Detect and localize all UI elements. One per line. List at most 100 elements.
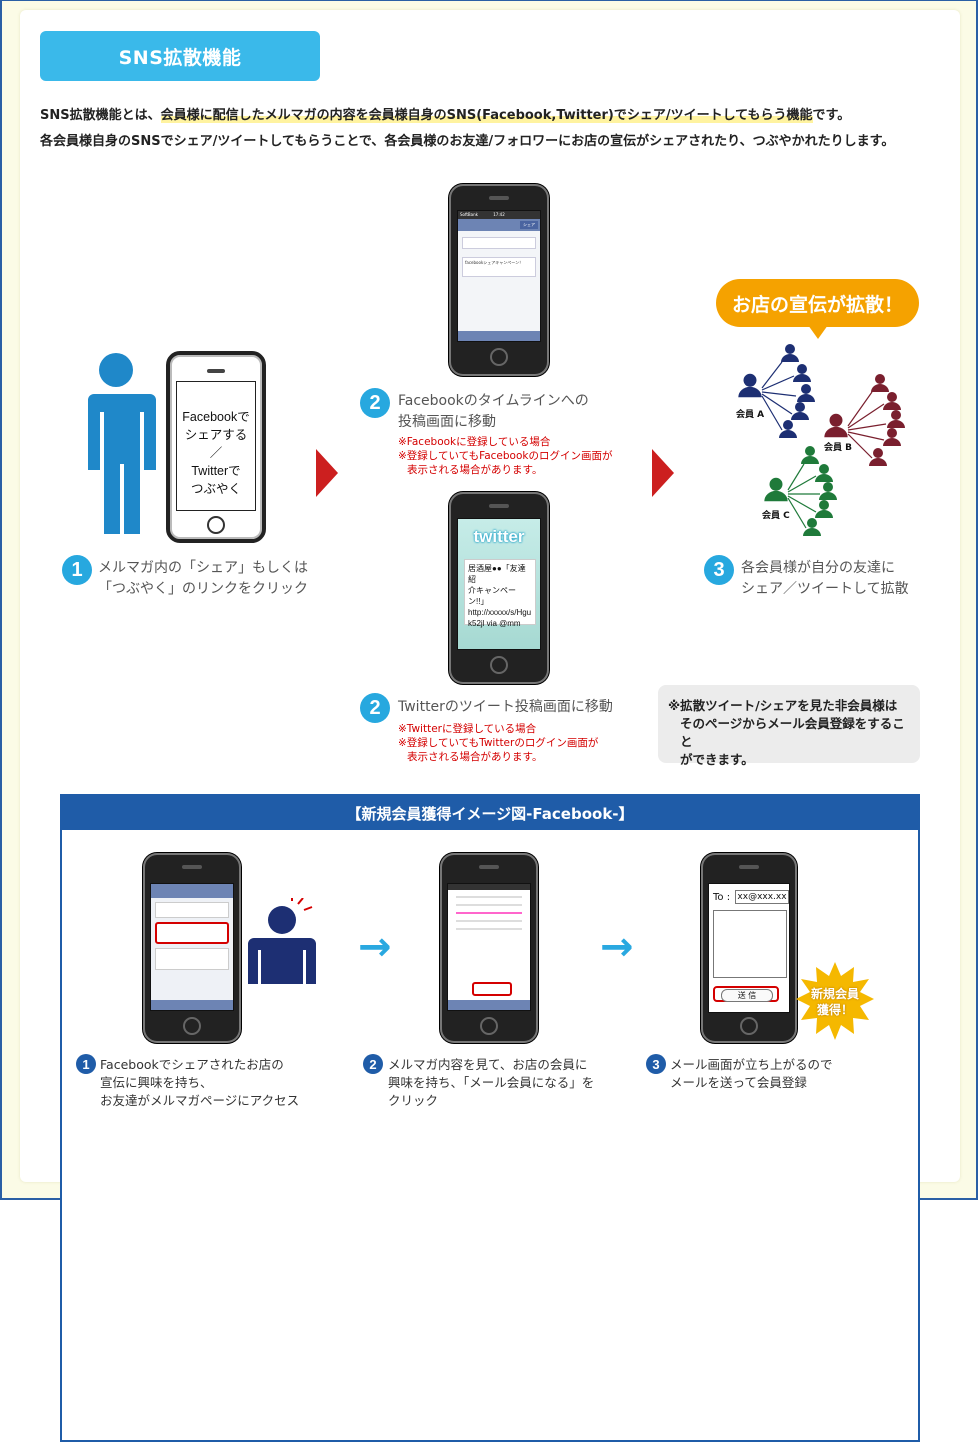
home-button-icon (480, 1017, 498, 1035)
mail-body-field[interactable] (713, 910, 787, 978)
step3-text: 各会員様が自分の友達に シェア／ツイートして拡散 (741, 558, 909, 600)
phone-speaker (489, 504, 509, 508)
member-network-diagram (738, 344, 905, 536)
twitter-phone: twitter 居酒屋●●「友達紹 介キャンペーン!!」 http://xxxx… (449, 492, 549, 684)
become-member-link[interactable] (472, 982, 512, 996)
phone-text-2[interactable]: シェアする (184, 428, 248, 442)
step2-twitter-number: 2 (360, 693, 390, 723)
star-line2: 獲得！ (816, 1003, 853, 1017)
star-line1: 新規会員 (810, 987, 859, 1001)
tw-note-3: 表示される場合があります。 (407, 751, 543, 763)
phone-text-1[interactable]: Facebookで (182, 410, 250, 424)
phone-screen: Facebookで シェアする ／ Twitterで つぶやく (176, 381, 256, 511)
note-line1: ※拡散ツイート/シェアを見た非会員様は (668, 698, 898, 713)
note-line3: ができます。 (680, 752, 754, 767)
phone-text-5[interactable]: つぶやく (190, 482, 241, 496)
phone-speaker (182, 865, 202, 869)
flow-s1-line1: Facebookでシェアされたお店の (100, 1057, 284, 1072)
tweet-line-2: 介キャンペーン!!」 (468, 586, 516, 606)
intro-highlight: 会員様に配信したメルマガの内容を会員様自身のSNS(Facebook,Twitt… (160, 108, 813, 123)
phone-text-3: ／ (209, 446, 223, 460)
flow-step2-number: 2 (363, 1054, 383, 1074)
shared-post-highlight[interactable] (155, 922, 229, 944)
member-c-label: 会員 C (762, 511, 790, 521)
intro-paragraph-2: 各会員様自身のSNSでシェア/ツイートしてもらうことで、各会員様のお友達/フォロ… (40, 134, 895, 149)
step3-line1: 各会員様が自分の友達に (741, 560, 895, 576)
flow-phone-3: To : xx@xxx.xx 送 信 (701, 853, 797, 1043)
twitter-screen: twitter 居酒屋●●「友達紹 介キャンペーン!!」 http://xxxx… (457, 518, 541, 650)
send-button[interactable]: 送 信 (721, 989, 773, 1002)
flow-s1-line3: お友達がメルマガページにアクセス (100, 1093, 300, 1108)
step1-line2: 「つぶやく」のリンクをクリック (98, 581, 308, 597)
phone-speaker (479, 865, 499, 869)
flow-step2-text: メルマガ内容を見て、お店の会員に 興味を持ち、「メール会員になる」を クリック (388, 1056, 594, 1110)
intro-text: SNS拡散機能とは、会員様に配信したメルマガの内容を会員様自身のSNS(Face… (40, 103, 940, 155)
member-b-label: 会員 B (824, 443, 852, 453)
tweet-line-4: k52jl via @mm (468, 619, 521, 628)
facebook-flow-heading: 【新規会員獲得イメージ図-Facebook-】 (62, 796, 918, 830)
status-time: 17:42 (493, 212, 505, 217)
phone-speaker (739, 865, 759, 869)
home-button-icon (183, 1017, 201, 1035)
twitter-logo: twitter (473, 527, 525, 546)
mail-to-label: To : (713, 892, 731, 903)
member-c-icon (764, 446, 837, 536)
member-a-icon (738, 344, 815, 438)
flow-step3-text: メール画面が立ち上がるので メールを送って会員登録 (670, 1056, 833, 1092)
arrow-right-icon (652, 449, 674, 497)
home-button-icon (207, 516, 225, 534)
tw-note-2: ※登録していてもTwitterのログイン画面が (398, 737, 599, 749)
share-button[interactable]: シェア (520, 221, 538, 229)
mail-to-field[interactable]: xx@xxx.xx (735, 890, 789, 904)
note-line2: そのページからメール会員登録をすること (680, 716, 905, 749)
flow-s2-line2: 興味を持ち、「メール会員になる」を (388, 1075, 595, 1090)
intro-part-b: です。 (812, 108, 851, 123)
flow-screen-1 (150, 883, 234, 1011)
phone-text-4[interactable]: Twitterで (191, 464, 241, 478)
fb-note-2: ※登録していてもFacebookのログイン画面が (398, 450, 613, 462)
home-button-icon (490, 348, 508, 366)
mail-screen: To : xx@xxx.xx 送 信 (708, 883, 790, 1013)
step3-number: 3 (704, 555, 734, 585)
member-a-label: 会員 A (736, 410, 765, 420)
phone-speaker (207, 369, 225, 373)
step1-text: メルマガ内の「シェア」もしくは 「つぶやく」のリンクをクリック (98, 558, 308, 600)
step1-phone: Facebookで シェアする ／ Twitterで つぶやく (166, 351, 266, 543)
flow-screen-2 (447, 883, 531, 1011)
arrow-right-icon: → (600, 924, 634, 970)
home-button-icon (740, 1017, 758, 1035)
home-button-icon (490, 656, 508, 674)
step2-twitter-text: Twitterのツイート投稿画面に移動 (398, 699, 613, 715)
curious-person-icon (248, 898, 316, 984)
step1-line1: メルマガ内の「シェア」もしくは (98, 560, 308, 576)
step2-facebook-number: 2 (360, 388, 390, 418)
flow-s2-line1: メルマガ内容を見て、お店の会員に (388, 1057, 588, 1072)
flow-phone-1 (143, 853, 241, 1043)
status-carrier: SoftBank (460, 212, 478, 217)
facebook-phone: SoftBank 17:42 シェア facebookシェアキャンペーン！ (449, 184, 549, 376)
non-member-note: ※拡散ツイート/シェアを見た非会員様は そのページからメール会員登録をすること … (658, 685, 920, 767)
starburst-badge (796, 962, 874, 1040)
person-icon (82, 353, 156, 534)
flow-step1-number: 1 (76, 1054, 96, 1074)
flow-step1-text: Facebookでシェアされたお店の 宣伝に興味を持ち、 お友達がメルマガページ… (100, 1056, 299, 1110)
spread-bubble: お店の宣伝が拡散！ (716, 279, 919, 327)
flow-s2-line3: クリック (388, 1093, 439, 1108)
intro-part-a: SNS拡散機能とは、 (40, 108, 161, 123)
starburst-text: 新規会員 獲得！ (796, 986, 874, 1018)
step2-twitter-note: ※Twitterに登録している場合 ※登録していてもTwitterのログイン画面… (398, 722, 598, 764)
tweet-line-3: http://xxxxx/s/Hgu (468, 608, 532, 617)
step2-facebook-line1: Facebookのタイムラインへの (398, 393, 589, 409)
flow-step3-number: 3 (646, 1054, 666, 1074)
step2-facebook-note: ※Facebookに登録している場合 ※登録していてもFacebookのログイン… (398, 435, 612, 477)
flow-s1-line2: 宣伝に興味を持ち、 (100, 1075, 213, 1090)
flow-s3-line2: メールを送って会員登録 (670, 1075, 807, 1090)
arrow-right-icon: → (358, 924, 392, 970)
bubble-tail (808, 325, 828, 339)
fb-note-1: ※Facebookに登録している場合 (398, 436, 551, 448)
arrow-right-icon (316, 449, 338, 497)
step3-line2: シェア／ツイートして拡散 (741, 581, 909, 597)
phone-speaker (489, 196, 509, 200)
facebook-screen: SoftBank 17:42 シェア facebookシェアキャンペーン！ (457, 210, 541, 342)
tweet-line-1: 居酒屋●●「友達紹 (468, 564, 526, 584)
